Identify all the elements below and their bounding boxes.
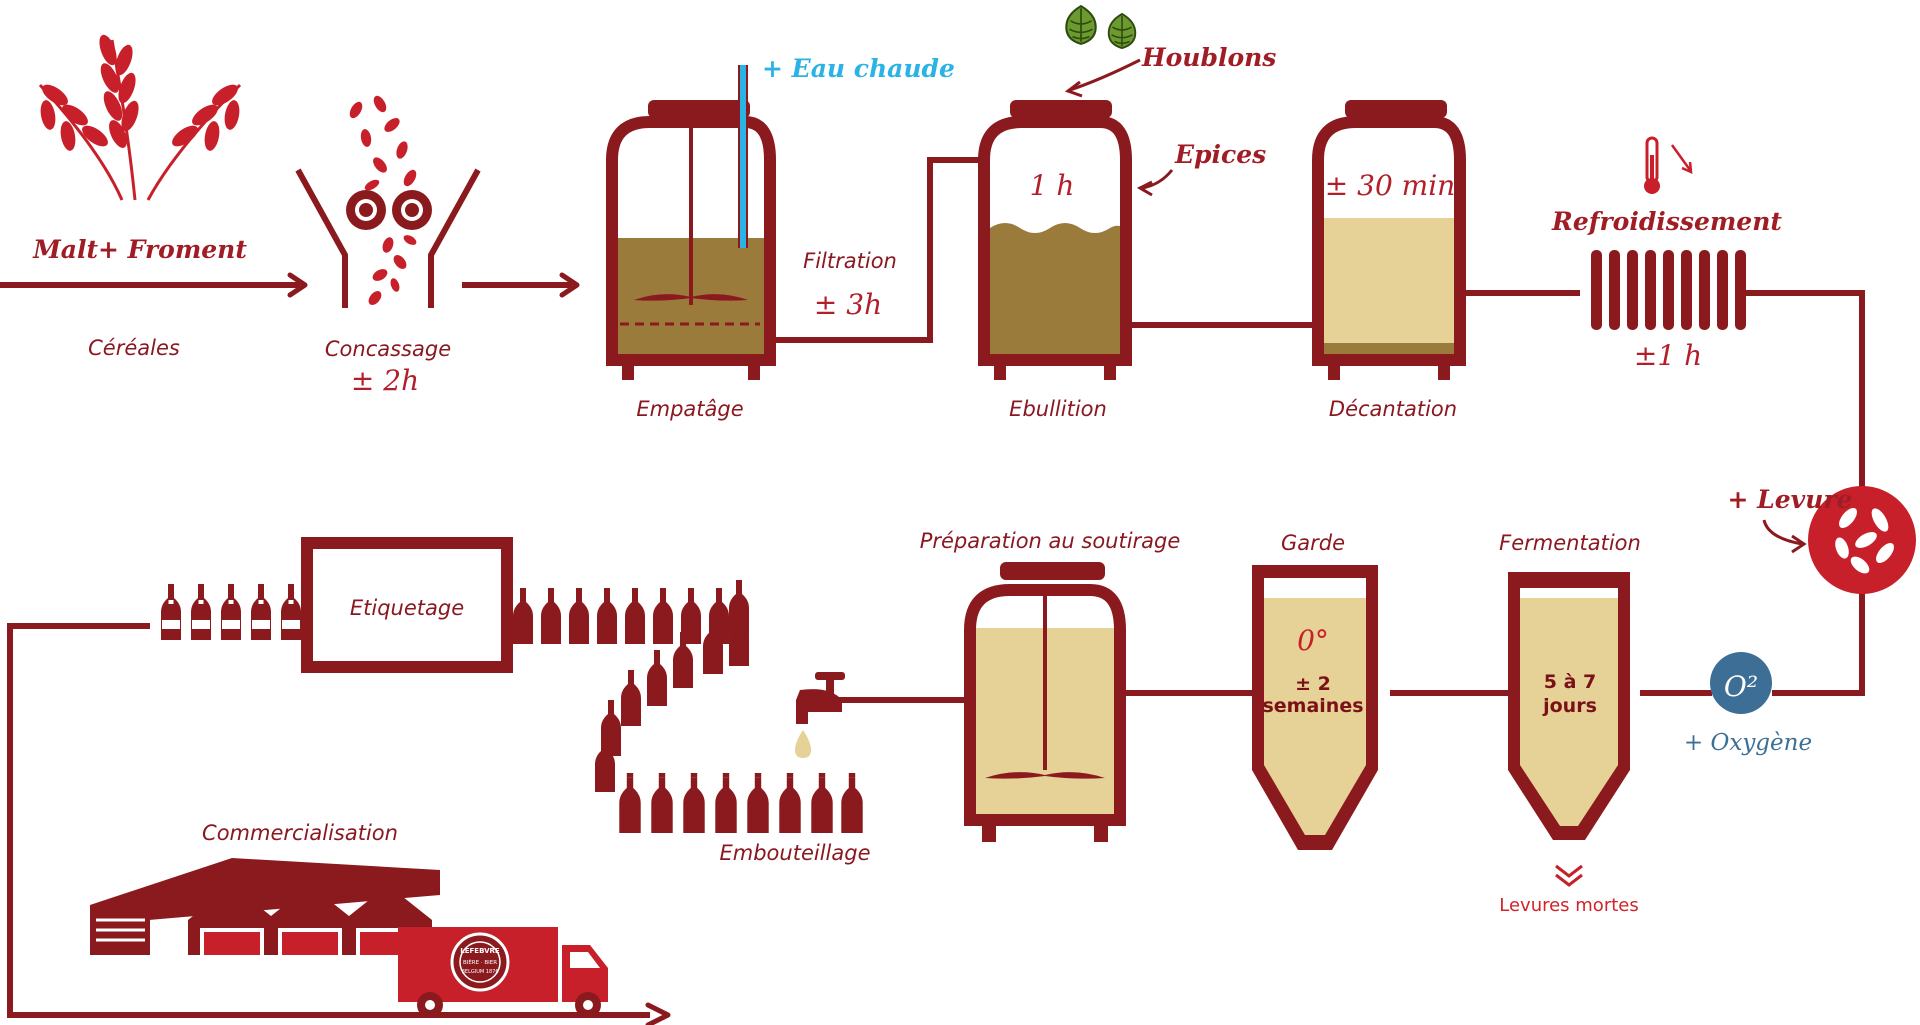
- chevron-down-icon: [1555, 864, 1583, 887]
- bottle-row-unlabeled: [513, 588, 729, 644]
- hops-icon: [1065, 5, 1137, 50]
- malt-label: Malt+ Froment: [32, 235, 247, 264]
- cereales-label: Céréales: [88, 336, 180, 360]
- fermentation-label: Fermentation: [1499, 531, 1641, 555]
- truck-badge-line3: BELGIUM 1876: [461, 969, 498, 975]
- levures-mortes-label: Levures mortes: [1499, 895, 1638, 916]
- grain-mill-icon: [295, 95, 481, 308]
- commercialisation-label: Commercialisation: [202, 821, 398, 845]
- ebullition-label: Ebullition: [1009, 397, 1107, 421]
- warehouse-icon: [90, 858, 440, 955]
- fermentation-duration-line1: 5 à 7: [1544, 671, 1597, 693]
- decantation-label: Décantation: [1329, 397, 1457, 421]
- truck-badge-line1: LEFEBVRE: [460, 947, 500, 955]
- etiquetage-label: Etiquetage: [350, 596, 464, 620]
- epices-arrow: [1141, 169, 1174, 190]
- oxygen-symbol: O²: [1724, 670, 1758, 703]
- eau-chaude-label: + Eau chaude: [762, 54, 955, 83]
- levure-label: + Levure: [1728, 485, 1853, 514]
- truck-badge-line2: BIÈRE · BIER: [463, 958, 497, 966]
- boil-kettle: [978, 100, 1132, 380]
- tap-icon: [795, 672, 845, 758]
- oxygen-icon: [1710, 652, 1772, 714]
- pipe-filtration: [765, 157, 985, 343]
- pipe-to-yeast: [1745, 290, 1865, 490]
- bottle-row-labeled: [161, 584, 301, 640]
- filtration-label: Filtration: [803, 249, 897, 273]
- garde-label: Garde: [1281, 531, 1345, 555]
- epices-arrow-head: [1136, 180, 1153, 197]
- fermentation-tank: [1508, 572, 1630, 840]
- soutirage-tank: [964, 562, 1126, 842]
- process-pipes: [0, 157, 1865, 1018]
- empatage-label: Empatâge: [636, 397, 743, 421]
- ebullition-duration: 1 h: [1030, 169, 1075, 202]
- houblons-label: Houblons: [1141, 43, 1276, 72]
- levure-arrow-head: [1791, 534, 1807, 554]
- truck-icon: [398, 927, 608, 1018]
- soutirage-label: Préparation au soutirage: [920, 529, 1181, 553]
- levure-arrow: [1762, 519, 1803, 546]
- refroidissement-label: Refroidissement: [1551, 207, 1782, 236]
- cooler-icon: [1591, 250, 1746, 330]
- oxygene-label: + Oxygène: [1684, 730, 1812, 756]
- wheat-icon: [38, 34, 242, 201]
- refroidissement-duration: ±1 h: [1634, 339, 1702, 372]
- pipe-yeast-oxygen: [1772, 590, 1865, 696]
- bottle-row-filled: [619, 773, 863, 833]
- hot-water-pipe: [738, 65, 748, 248]
- thermometer-icon: [1644, 136, 1693, 194]
- garde-tank: [1252, 565, 1378, 850]
- decantation-duration: ± 30 min: [1325, 169, 1455, 202]
- filtration-duration: ± 3h: [814, 288, 882, 321]
- pipe-commercialisation: [7, 623, 650, 1018]
- embouteillage-label: Embouteillage: [720, 841, 871, 865]
- labeling-machine: [301, 537, 513, 673]
- houblons-arrow-head: [1064, 80, 1083, 98]
- concassage-label: Concassage: [325, 337, 451, 361]
- garde-duration-line1: ± 2: [1295, 673, 1331, 695]
- concassage-duration: ± 2h: [351, 364, 419, 397]
- garde-duration-line2: semaines: [1262, 695, 1363, 717]
- yeast-icon: [1808, 486, 1916, 594]
- fermentation-duration-line2: jours: [1542, 695, 1597, 717]
- houblons-arrow: [1069, 58, 1141, 92]
- garde-temperature: 0°: [1297, 624, 1329, 657]
- pipe-arrows: [287, 272, 671, 1025]
- epices-label: Epices: [1174, 140, 1266, 169]
- decantation-tank: [1312, 100, 1466, 380]
